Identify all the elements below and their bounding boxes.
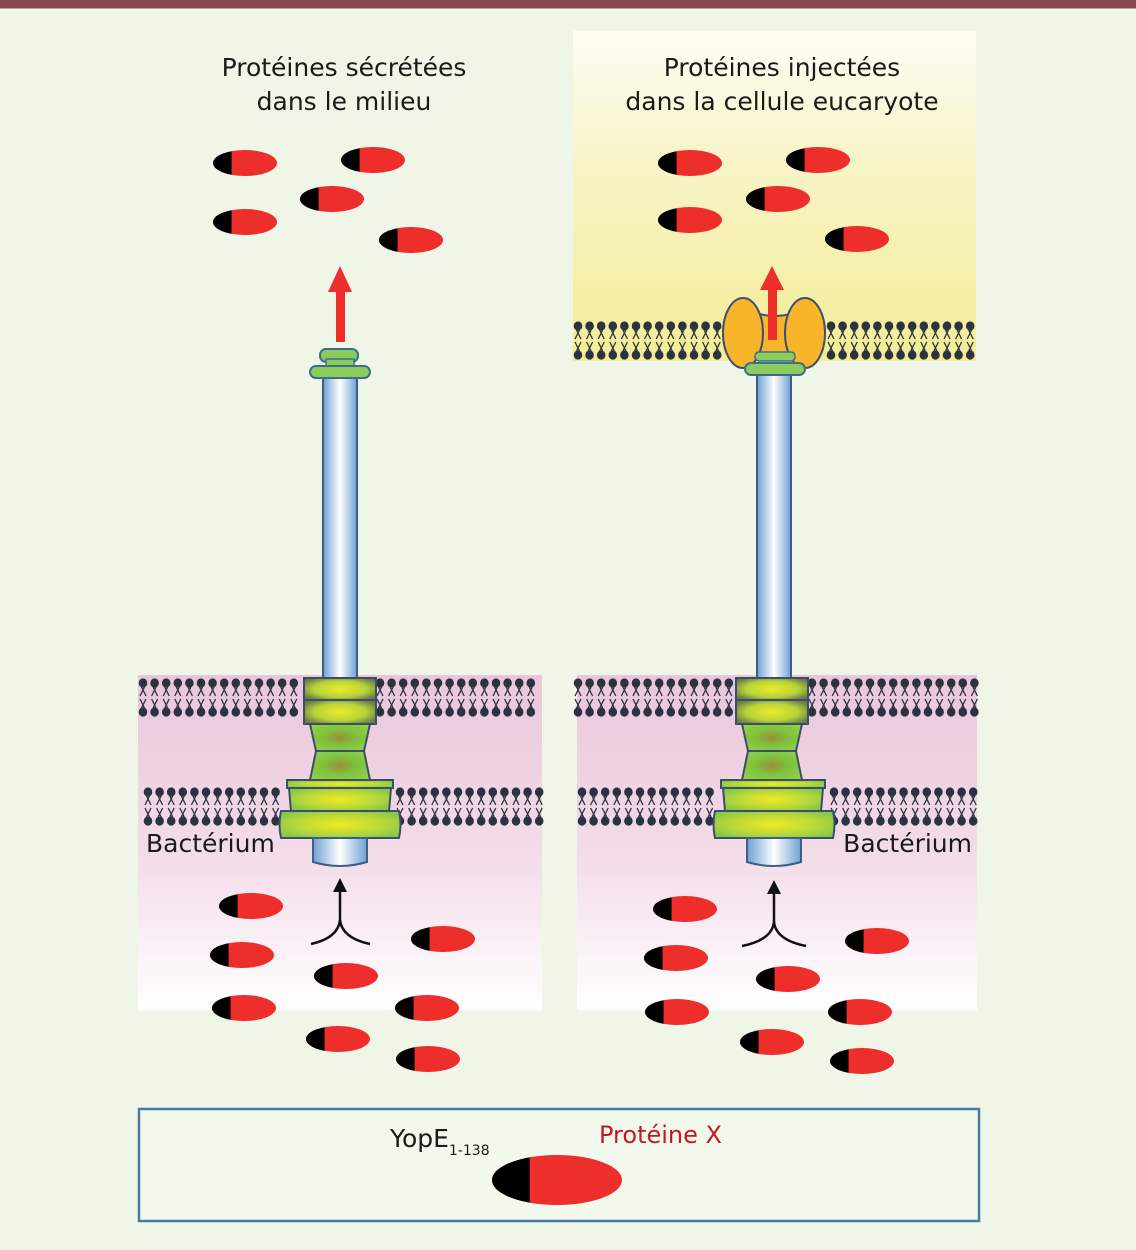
fusion-protein — [825, 226, 889, 252]
left-panel: Bactérium Protéines sécrétées dans le mi… — [138, 53, 544, 1072]
eukaryotic-membrane — [573, 321, 975, 360]
right-title-line1: Protéines injectées — [664, 53, 900, 82]
top-accent-line — [0, 8, 1136, 9]
fusion-protein — [219, 893, 283, 919]
right-basal-body — [712, 677, 836, 867]
left-needle-tip — [309, 348, 371, 379]
left-title-line2: dans le milieu — [257, 87, 432, 116]
injected-proteins — [658, 147, 889, 252]
fusion-protein — [830, 1048, 894, 1074]
fusion-protein — [658, 150, 722, 176]
left-secreted-proteins — [213, 147, 443, 253]
fusion-protein — [341, 147, 405, 173]
legend-yope-label: YopE1-138 — [389, 1124, 490, 1159]
fusion-protein — [645, 999, 709, 1025]
fusion-protein — [212, 995, 276, 1021]
fusion-protein — [213, 150, 277, 176]
fusion-protein — [746, 186, 810, 212]
fusion-protein — [395, 995, 459, 1021]
fusion-protein — [740, 1029, 804, 1055]
right-cytoplasmic-proteins — [644, 896, 909, 1074]
left-inner-membrane — [143, 787, 544, 826]
fusion-protein — [300, 186, 364, 212]
fusion-protein — [306, 1026, 370, 1052]
left-cytoplasmic-proteins — [210, 893, 475, 1072]
fusion-protein — [786, 147, 850, 173]
right-injection-arrow — [760, 266, 784, 340]
fusion-protein — [411, 926, 475, 952]
fusion-protein — [213, 209, 277, 235]
right-title-line2: dans la cellule eucaryote — [625, 87, 938, 116]
fusion-protein — [658, 207, 722, 233]
fusion-protein — [756, 966, 820, 992]
fusion-protein — [314, 963, 378, 989]
right-outer-membrane — [573, 678, 979, 717]
left-outer-membrane — [138, 678, 536, 717]
fusion-protein — [845, 928, 909, 954]
legend-yope-subscript: 1-138 — [449, 1143, 490, 1159]
fusion-protein — [828, 999, 892, 1025]
left-title-line1: Protéines sécrétées — [222, 53, 467, 82]
left-entry-arrow-icon — [310, 878, 371, 946]
legend-box: YopE1-138 Protéine X — [137, 1107, 981, 1223]
right-bacterium-label: Bactérium — [843, 829, 972, 858]
right-needle — [756, 371, 792, 683]
legend-yope-text: YopE — [389, 1124, 449, 1153]
top-accent-bar — [0, 0, 1136, 8]
right-panel: Bactérium Protéines injectées dans la ce… — [573, 31, 979, 1074]
left-needle — [322, 371, 358, 683]
fusion-protein — [653, 896, 717, 922]
fusion-protein — [379, 227, 443, 253]
fusion-protein — [396, 1046, 460, 1072]
legend-protein-x-label: Protéine X — [599, 1121, 722, 1149]
left-bacterium-label: Bactérium — [146, 829, 275, 858]
left-secretion-arrow — [328, 266, 352, 342]
left-basal-body — [278, 677, 402, 867]
right-entry-arrow-icon — [741, 880, 807, 948]
right-inner-membrane — [577, 787, 978, 826]
fusion-protein — [210, 942, 274, 968]
fusion-protein — [644, 945, 708, 971]
